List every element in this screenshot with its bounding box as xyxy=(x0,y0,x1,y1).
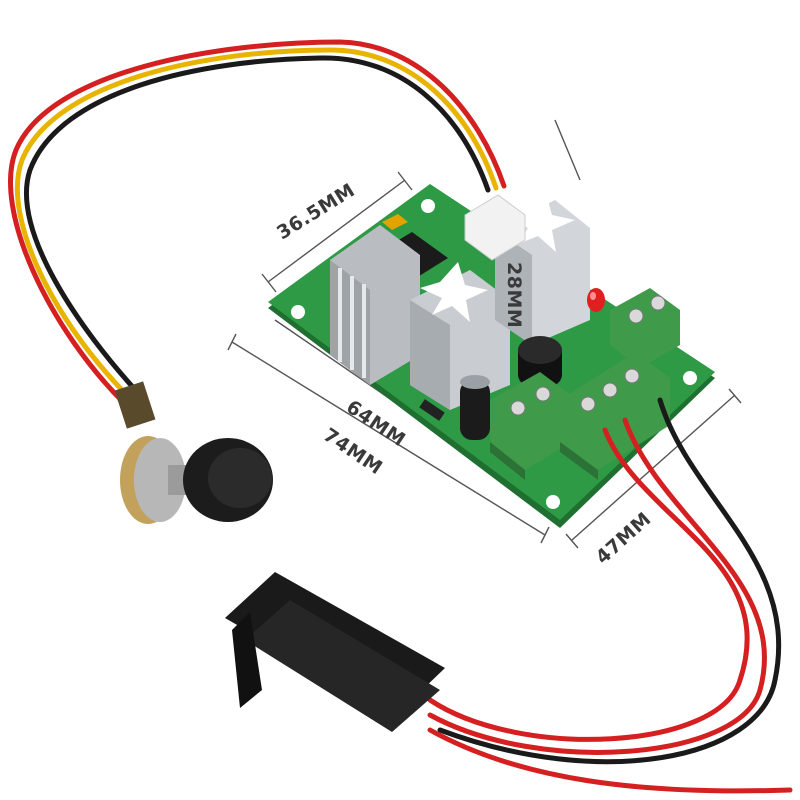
wire-connector xyxy=(464,194,526,261)
led xyxy=(587,288,605,312)
heatsink-center xyxy=(410,262,510,410)
rocker-switch xyxy=(225,572,445,732)
switch-wires xyxy=(427,397,793,794)
terminal-block-top xyxy=(610,288,680,368)
dim-label-width: 36.5MM xyxy=(273,179,359,244)
pot-wires xyxy=(8,39,507,408)
terminal-block-right xyxy=(560,352,670,480)
potentiometer xyxy=(114,381,273,524)
dim-label-height: 28MM xyxy=(503,262,525,328)
dim-label-side: 47MM xyxy=(592,508,656,569)
heatsink-left xyxy=(330,225,420,385)
terminal-block-left xyxy=(490,372,575,480)
